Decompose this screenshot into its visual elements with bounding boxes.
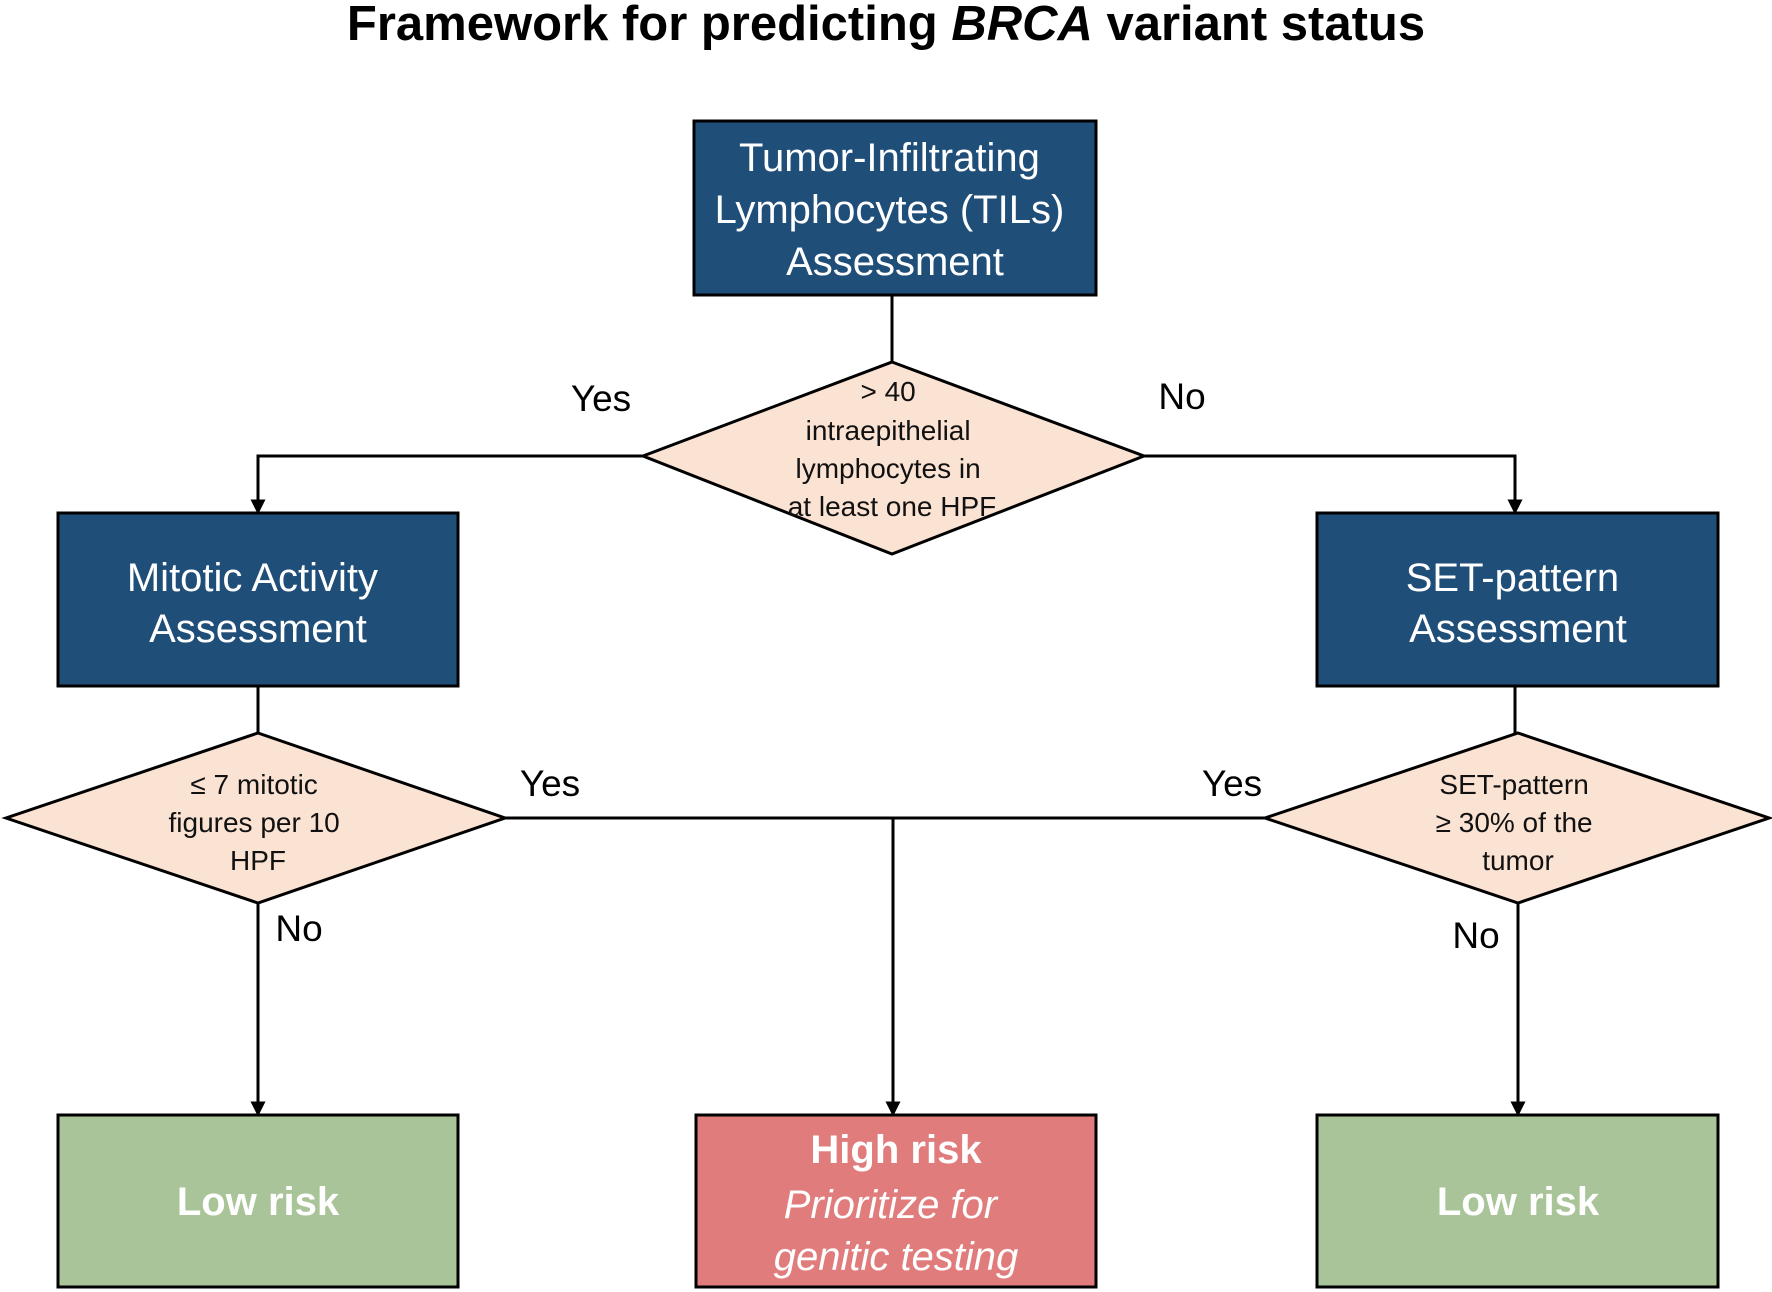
node-mitotic-decision: ≤ 7 mitotic figures per 10 HPF bbox=[1, 731, 510, 905]
edge-label-set-yes: Yes bbox=[1202, 763, 1262, 804]
node-low-risk-right: Low risk bbox=[1315, 1113, 1720, 1289]
high-risk-label: High risk bbox=[810, 1128, 982, 1172]
edge-label-mitotic-yes: Yes bbox=[520, 763, 580, 804]
connectors bbox=[250, 295, 1526, 1117]
low-risk-left-label: Low risk bbox=[177, 1180, 340, 1224]
set-assessment-label: SET-pattern Assessment bbox=[1406, 556, 1631, 651]
set-assessment-box bbox=[1315, 511, 1720, 688]
node-til-decision: > 40 intraepithelial lymphocytes in at l… bbox=[638, 360, 1149, 556]
node-high-risk: High risk Prioritize for genitic testing bbox=[694, 1113, 1098, 1289]
til-assessment-box bbox=[692, 119, 1098, 297]
set-decision-diamond bbox=[1260, 731, 1772, 905]
connector-til-yes bbox=[250, 454, 643, 515]
mitotic-assessment-label: Mitotic Activity Assessment bbox=[127, 556, 389, 651]
node-mitotic-assessment: Mitotic Activity Assessment bbox=[56, 511, 460, 688]
mitotic-assessment-box bbox=[56, 511, 460, 688]
node-set-assessment: SET-pattern Assessment bbox=[1315, 511, 1720, 688]
low-risk-right-label: Low risk bbox=[1437, 1180, 1600, 1224]
set-decision-label: SET-pattern ≥ 30% of the tumor bbox=[1436, 769, 1601, 876]
til-decision-label: > 40 intraepithelial lymphocytes in at l… bbox=[788, 376, 997, 522]
low-risk-right-box bbox=[1315, 1113, 1720, 1289]
mitotic-decision-diamond bbox=[1, 731, 510, 905]
node-low-risk-left: Low risk bbox=[56, 1113, 460, 1289]
low-risk-left-box bbox=[56, 1113, 460, 1289]
til-assessment-label: Tumor-Infiltrating Lymphocytes (TILs) As… bbox=[715, 136, 1076, 284]
connector-til-no bbox=[1144, 454, 1523, 515]
til-decision-diamond bbox=[638, 360, 1149, 556]
edge-label-set-no: No bbox=[1452, 915, 1499, 956]
diagram-title: Framework for predicting BRCA variant st… bbox=[347, 0, 1425, 51]
node-til-assessment: Tumor-Infiltrating Lymphocytes (TILs) As… bbox=[692, 119, 1098, 297]
edge-label-til-yes: Yes bbox=[571, 378, 631, 419]
high-risk-box bbox=[694, 1113, 1098, 1289]
node-set-decision: SET-pattern ≥ 30% of the tumor bbox=[1260, 731, 1772, 905]
mitotic-decision-label: ≤ 7 mitotic figures per 10 HPF bbox=[169, 769, 348, 876]
high-risk-note: Prioritize for genitic testing bbox=[774, 1183, 1019, 1279]
edge-label-mitotic-no: No bbox=[275, 908, 322, 949]
edge-label-til-no: No bbox=[1158, 376, 1205, 417]
